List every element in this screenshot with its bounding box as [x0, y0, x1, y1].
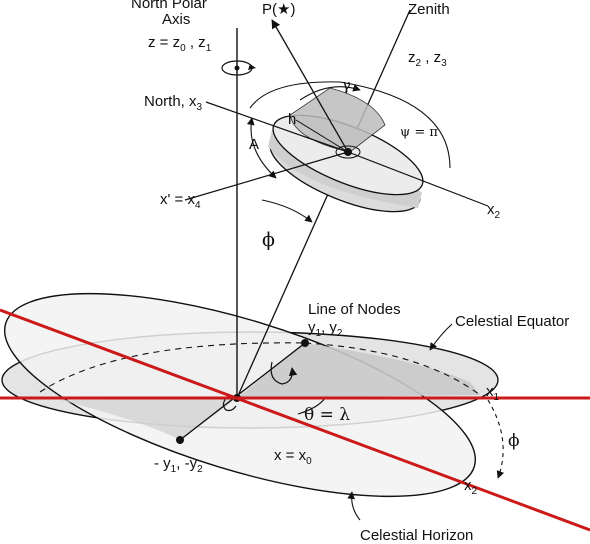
p-star-label: P(★) — [262, 1, 295, 18]
celestial-equator-label: Celestial Equator — [455, 313, 569, 330]
gamma-arc — [299, 84, 361, 101]
x-prime-x4-label: x' = x4 — [160, 191, 201, 211]
p-star-line — [271, 19, 349, 153]
azimuth-a-label: A — [249, 136, 259, 153]
zenith-line — [236, 9, 411, 399]
x3-axis-line — [205, 101, 349, 153]
equator-pointer — [429, 323, 453, 351]
altitude-h-label: h — [288, 111, 296, 128]
gamma-label: γ — [342, 76, 351, 94]
celestial-horizon-plane — [3, 292, 477, 498]
line-of-nodes-rotation-arrow — [270, 361, 298, 385]
x2-lower-label: x2 — [464, 477, 478, 497]
z-axis-label: z = z0 , z1 — [148, 34, 212, 54]
z2-z3-label: z2 , z3 — [408, 49, 447, 69]
x2-upper-axis-line — [347, 151, 489, 207]
psi-arc — [249, 81, 451, 169]
node-point-lower — [176, 436, 184, 444]
line-of-nodes — [179, 342, 306, 441]
phi-upper-label: ϕ — [262, 229, 275, 251]
north-polar-axis-label-2: Axis — [162, 11, 190, 28]
y1-y2-label: y1, y2 — [308, 319, 343, 339]
origin-rotation-arrow — [222, 395, 237, 412]
celestial-horizon-label: Celestial Horizon — [360, 527, 473, 544]
polar-axis-dot — [234, 65, 240, 71]
red-diagonal-line — [0, 308, 590, 532]
azimuth-arc — [246, 117, 277, 179]
theta-arc — [297, 397, 326, 415]
x1-label: x1 — [486, 383, 500, 403]
x2-upper-label: x2 — [487, 201, 501, 221]
phi-arc-lower — [487, 399, 505, 479]
horizon-pointer — [347, 491, 361, 521]
line-of-nodes-label: Line of Nodes — [308, 301, 401, 318]
neg-y1-y2-label: - y1, -y2 — [154, 455, 203, 475]
planes-overlap-shading — [237, 343, 480, 398]
zenith-label: Zenith — [408, 1, 450, 18]
disk-center-rotation — [335, 145, 361, 159]
polar-axis-rotation-arrowhead — [248, 64, 256, 70]
phi-lower-label: ϕ — [508, 431, 520, 451]
north-polar-axis-label-1: North Polar — [131, 0, 207, 12]
theta-lambda-label: θ = λ — [304, 405, 350, 425]
altitude-line — [295, 119, 349, 153]
phi-arc-upper — [261, 199, 313, 223]
x-x0-label: x = x0 — [274, 447, 312, 467]
node-point-upper — [301, 339, 309, 347]
equator-hidden-edge — [39, 342, 306, 393]
north-x3-label: North, x3 — [144, 93, 203, 113]
psi-label: ψ = π — [400, 125, 438, 140]
equator-hidden-edge-right — [304, 342, 481, 396]
